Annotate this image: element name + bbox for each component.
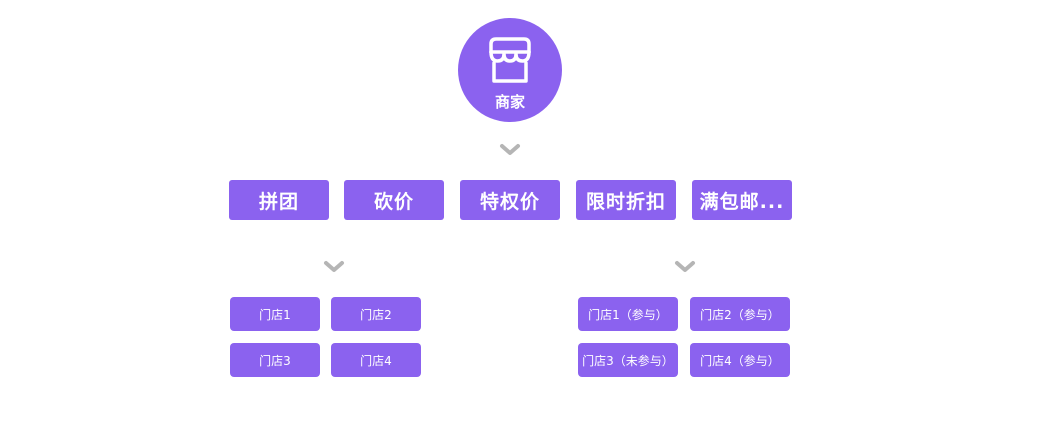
merchant-node[interactable]: 商家 bbox=[458, 18, 562, 122]
chevron-down-icon bbox=[675, 261, 695, 272]
promo-privilege-price-button[interactable]: 特权价 bbox=[460, 180, 560, 220]
promo-free-shipping-button[interactable]: 满包邮... bbox=[692, 180, 792, 220]
store-2-participating-button[interactable]: 门店2（参与） bbox=[690, 297, 790, 331]
promo-group-buy-button[interactable]: 拼团 bbox=[229, 180, 329, 220]
store-1-button[interactable]: 门店1 bbox=[230, 297, 320, 331]
store-3-button[interactable]: 门店3 bbox=[230, 343, 320, 377]
store-3-not-participating-button[interactable]: 门店3（未参与） bbox=[578, 343, 678, 377]
chevron-down-icon bbox=[324, 261, 344, 272]
chevron-down-icon bbox=[500, 144, 520, 155]
promo-limited-discount-button[interactable]: 限时折扣 bbox=[576, 180, 676, 220]
store-2-button[interactable]: 门店2 bbox=[331, 297, 421, 331]
promo-bargain-button[interactable]: 砍价 bbox=[344, 180, 444, 220]
store-icon bbox=[489, 37, 531, 83]
store-4-participating-button[interactable]: 门店4（参与） bbox=[690, 343, 790, 377]
store-1-participating-button[interactable]: 门店1（参与） bbox=[578, 297, 678, 331]
store-4-button[interactable]: 门店4 bbox=[331, 343, 421, 377]
merchant-label: 商家 bbox=[494, 93, 525, 111]
